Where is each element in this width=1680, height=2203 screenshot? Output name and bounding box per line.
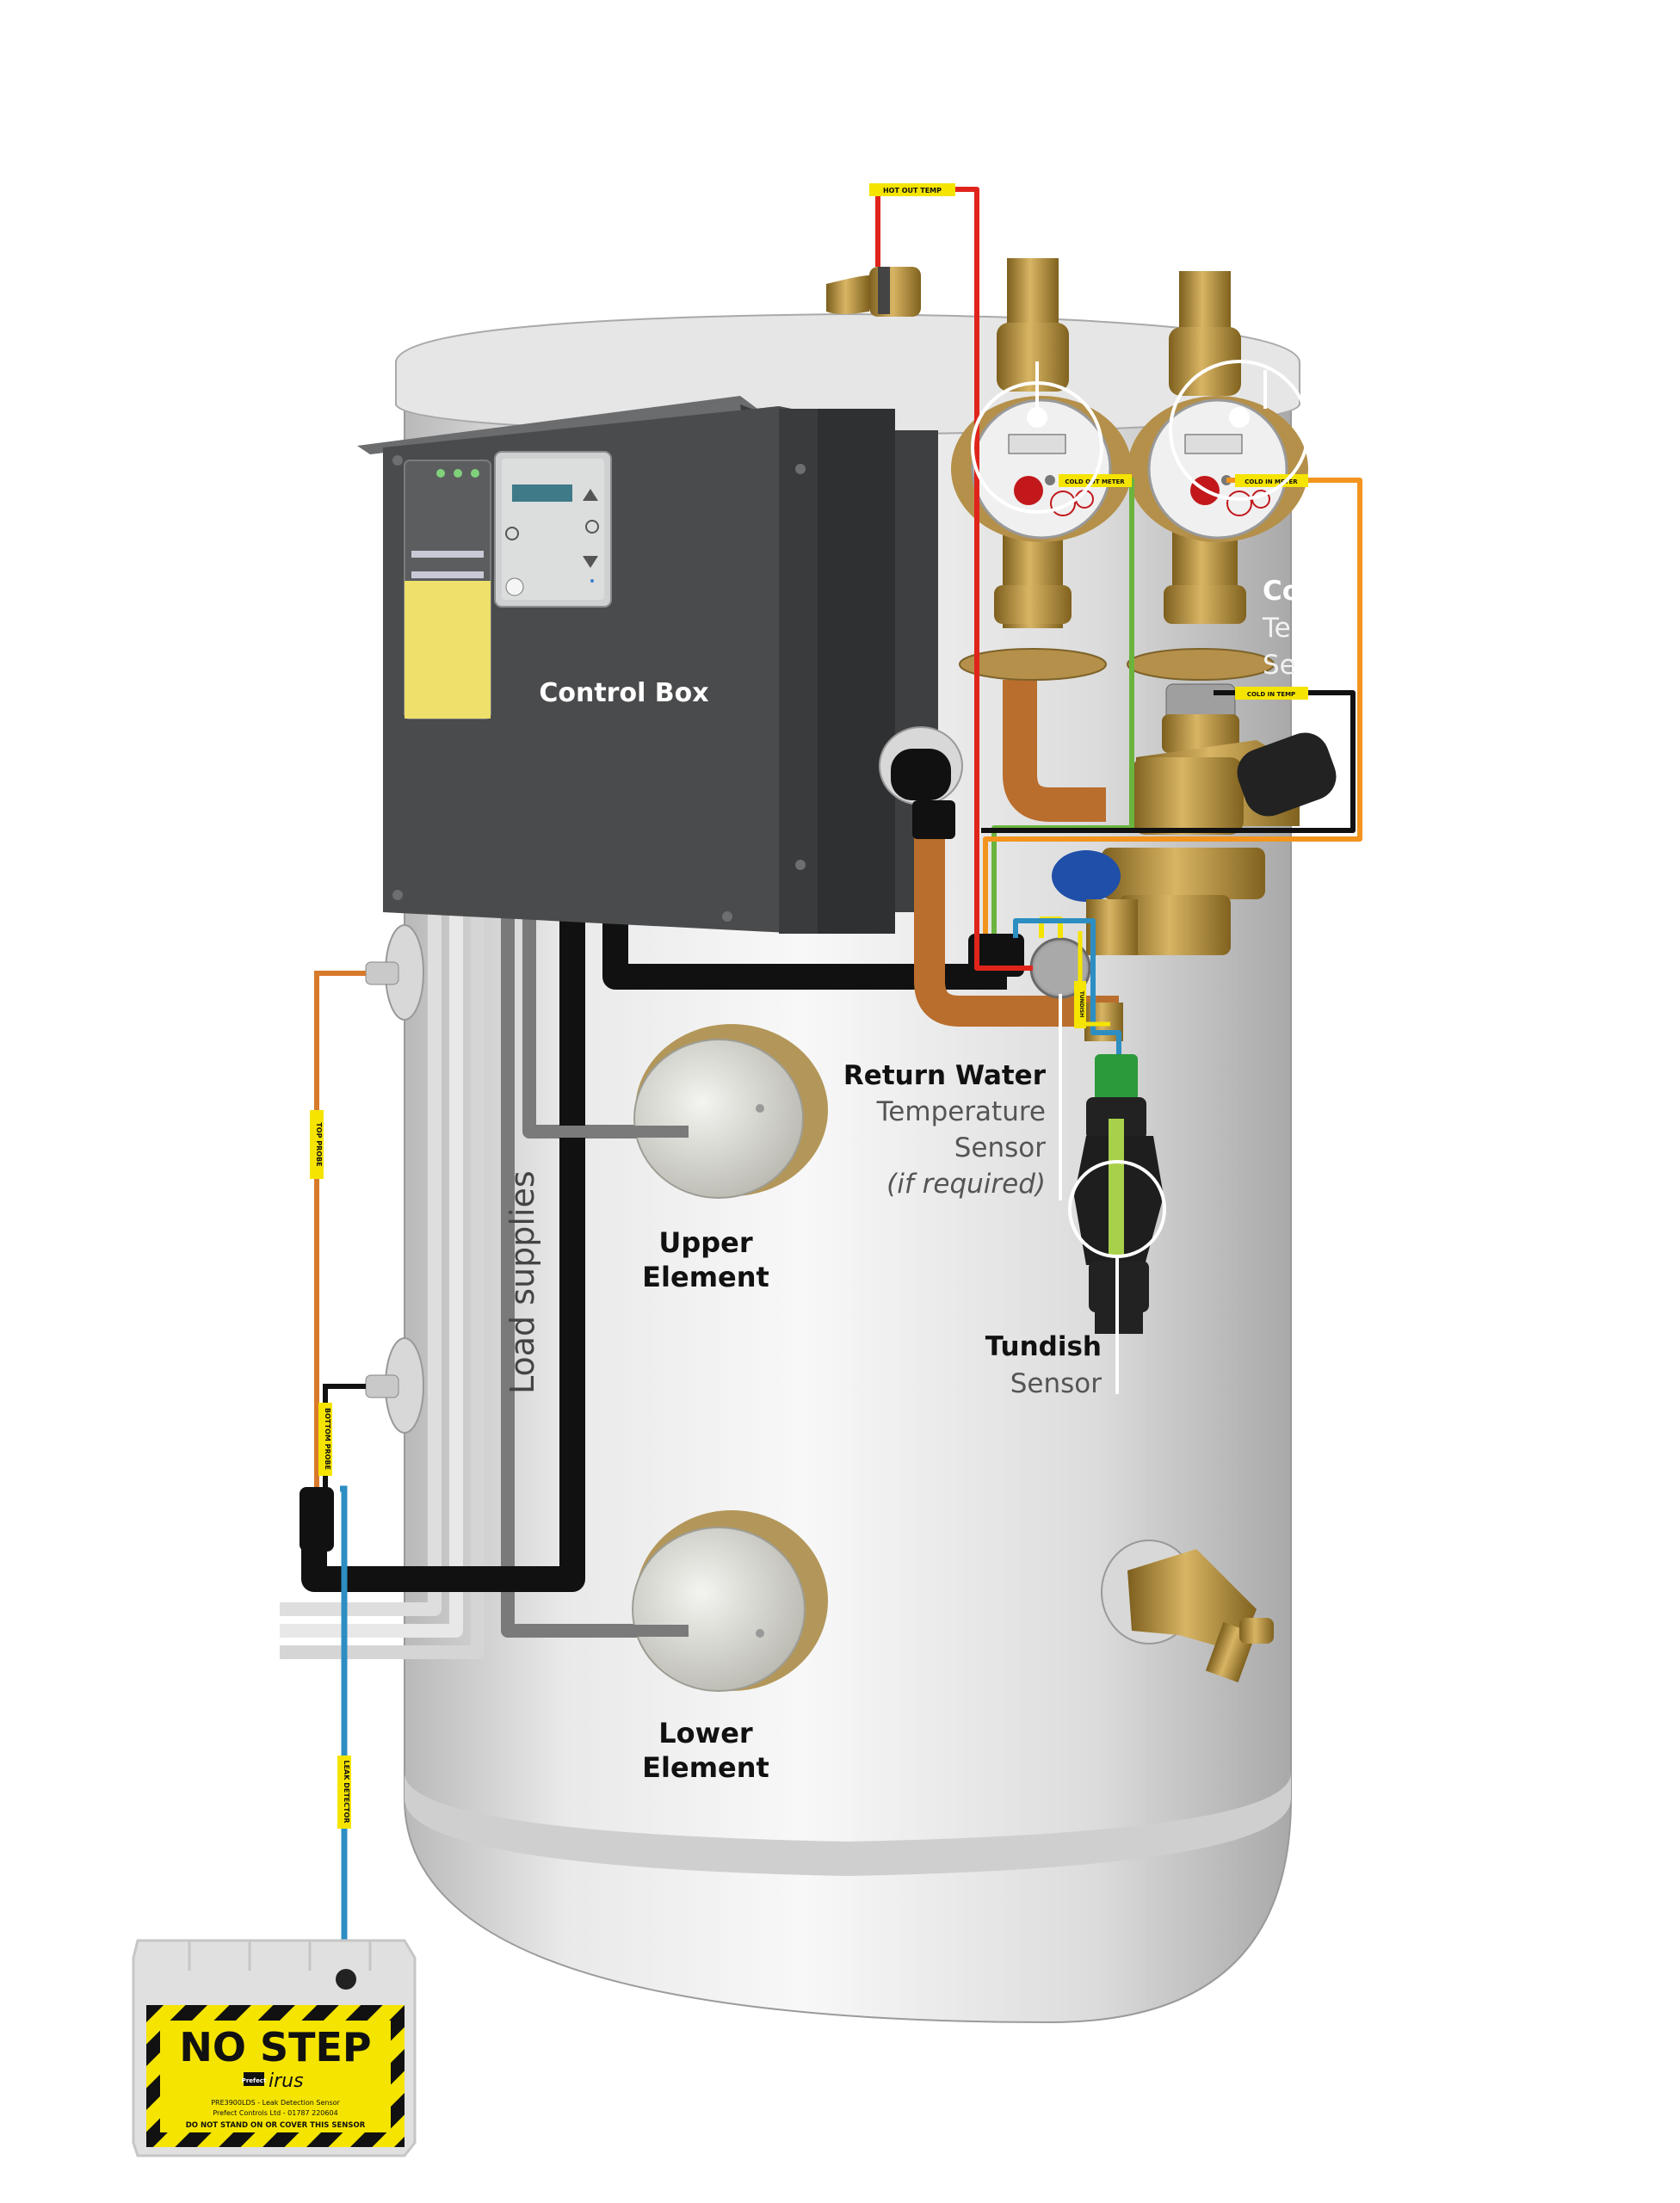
tundish-sensor-label: Tundish Sensor — [985, 1331, 1102, 1399]
svg-text:Element: Element — [642, 1751, 769, 1784]
control-box-label: Control Box — [539, 678, 708, 708]
callout-dot-cold-out — [1027, 407, 1047, 428]
svg-text:Co: Co — [1263, 576, 1300, 607]
wire-tag-tundish: TUNDISH — [1074, 981, 1086, 1028]
sensor-pad-company: Prefect Controls Ltd - 01787 220604 — [213, 2109, 337, 2117]
sensor-pad-title: NO STEP — [179, 2024, 371, 2070]
leak-junction-box — [300, 1487, 334, 1552]
return-elbow — [879, 726, 1024, 977]
svg-text:Prefect: Prefect — [242, 2077, 267, 2084]
sensor-wires — [875, 187, 1362, 1054]
hot-outlet-elbow — [826, 267, 921, 317]
svg-text:COLD IN METER: COLD IN METER — [1245, 478, 1298, 485]
wire-tag-hot-out-temp: HOT OUT TEMP — [869, 183, 955, 196]
top-probe-pocket — [365, 924, 424, 1021]
wire-tag-bottom-probe: BOTTOM PROBE — [318, 1403, 332, 1476]
copper-pipework — [914, 680, 1215, 1549]
upper-element-label: Upper Element — [642, 1226, 769, 1293]
svg-text:(if required): (if required) — [886, 1169, 1046, 1200]
svg-text:COLD OUT METER: COLD OUT METER — [1065, 478, 1125, 485]
svg-text:Sensor: Sensor — [1010, 1368, 1102, 1399]
svg-text:HOT OUT TEMP: HOT OUT TEMP — [883, 187, 942, 194]
svg-text:TUNDISH: TUNDISH — [1078, 991, 1084, 1018]
svg-text:Upper: Upper — [658, 1226, 753, 1259]
svg-text:Lower: Lower — [658, 1717, 753, 1749]
cold-in-water-meter — [1127, 396, 1308, 542]
svg-text:Sensor: Sensor — [954, 1132, 1047, 1163]
callout-markers — [971, 360, 1310, 1394]
control-box — [357, 396, 938, 934]
svg-text:Tundish: Tundish — [985, 1331, 1102, 1362]
upper-element-cap — [633, 1024, 828, 1199]
lower-element-cap — [632, 1510, 828, 1692]
cold-in-sensor-label-partial: Co Te Se — [1262, 576, 1300, 681]
svg-text:irus: irus — [269, 2070, 304, 2092]
lower-element-label: Lower Element — [642, 1717, 769, 1784]
sensor-pad-model: PRE3900LDS - Leak Detection Sensor — [211, 2099, 340, 2107]
svg-text:Temperature: Temperature — [876, 1096, 1046, 1127]
svg-text:Element: Element — [642, 1261, 769, 1293]
svg-text:Return Water: Return Water — [843, 1060, 1047, 1091]
svg-text:BOTTOM PROBE: BOTTOM PROBE — [324, 1408, 331, 1470]
bottom-probe-pocket — [365, 1337, 424, 1434]
svg-text:Te: Te — [1262, 613, 1291, 644]
svg-text:Se: Se — [1263, 650, 1296, 681]
wire-tag-cold-in-meter: COLD IN METER — [1235, 474, 1308, 487]
sensor-pad-warning: DO NOT STAND ON OR COVER THIS SENSOR — [186, 2121, 366, 2130]
drain-cock — [1101, 1540, 1274, 1683]
wire-tag-top-probe: TOP PROBE — [310, 1110, 324, 1179]
load-supplies-label: Load supplies — [503, 1170, 541, 1394]
svg-text:COLD IN TEMP: COLD IN TEMP — [1247, 691, 1295, 698]
callout-dot-cold-in — [1229, 407, 1250, 428]
sensor-pad-brand: Prefect irus — [242, 2070, 304, 2092]
leak-detection-sensor-pad — [132, 1939, 417, 2157]
wire-tag-leak-detector: LEAK DETECTOR — [337, 1756, 351, 1829]
wire-tag-cold-in-temp: COLD IN TEMP — [1235, 687, 1308, 700]
svg-text:TOP PROBE: TOP PROBE — [315, 1122, 323, 1166]
wire-tag-cold-out-meter: COLD OUT METER — [1059, 474, 1132, 487]
svg-text:LEAK DETECTOR: LEAK DETECTOR — [343, 1760, 350, 1823]
return-water-sensor-label: Return Water Temperature Sensor (if requ… — [843, 1060, 1047, 1200]
